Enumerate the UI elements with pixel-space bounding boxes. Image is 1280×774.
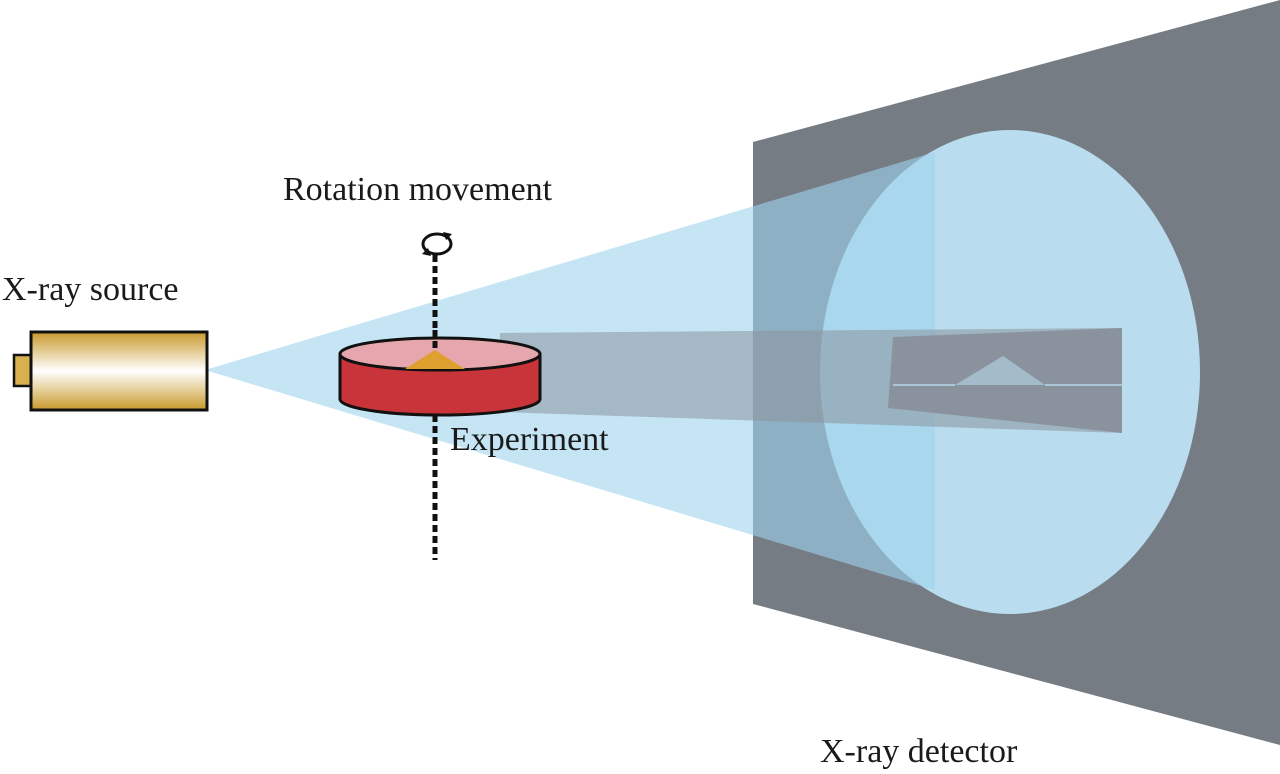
xray-source-tube [12, 330, 209, 412]
xray-source-label: X-ray source [2, 271, 179, 308]
xray-detector-label: X-ray detector [820, 733, 1018, 770]
projection-peak [955, 356, 1045, 385]
circular-arrow-icon [421, 232, 453, 256]
experiment-sample [338, 330, 542, 417]
experiment-label: Experiment [450, 421, 609, 458]
sample-marker [405, 350, 465, 369]
rotation-movement-label: Rotation movement [283, 171, 553, 208]
